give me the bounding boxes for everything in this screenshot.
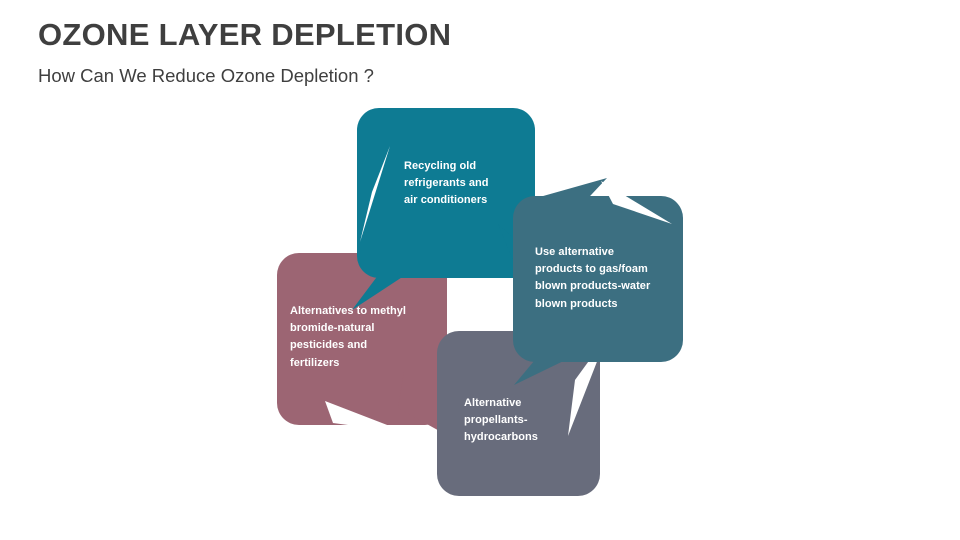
page-title: OZONE LAYER DEPLETION bbox=[38, 17, 452, 52]
notch-icon bbox=[360, 146, 390, 242]
slide-header: OZONE LAYER DEPLETION How Can We Reduce … bbox=[38, 17, 738, 87]
notch-icon bbox=[325, 401, 408, 433]
page-subtitle: How Can We Reduce Ozone Depletion ? bbox=[38, 64, 374, 86]
callout-shape-alt-products[interactable] bbox=[513, 178, 683, 385]
notch-icon bbox=[601, 181, 672, 224]
